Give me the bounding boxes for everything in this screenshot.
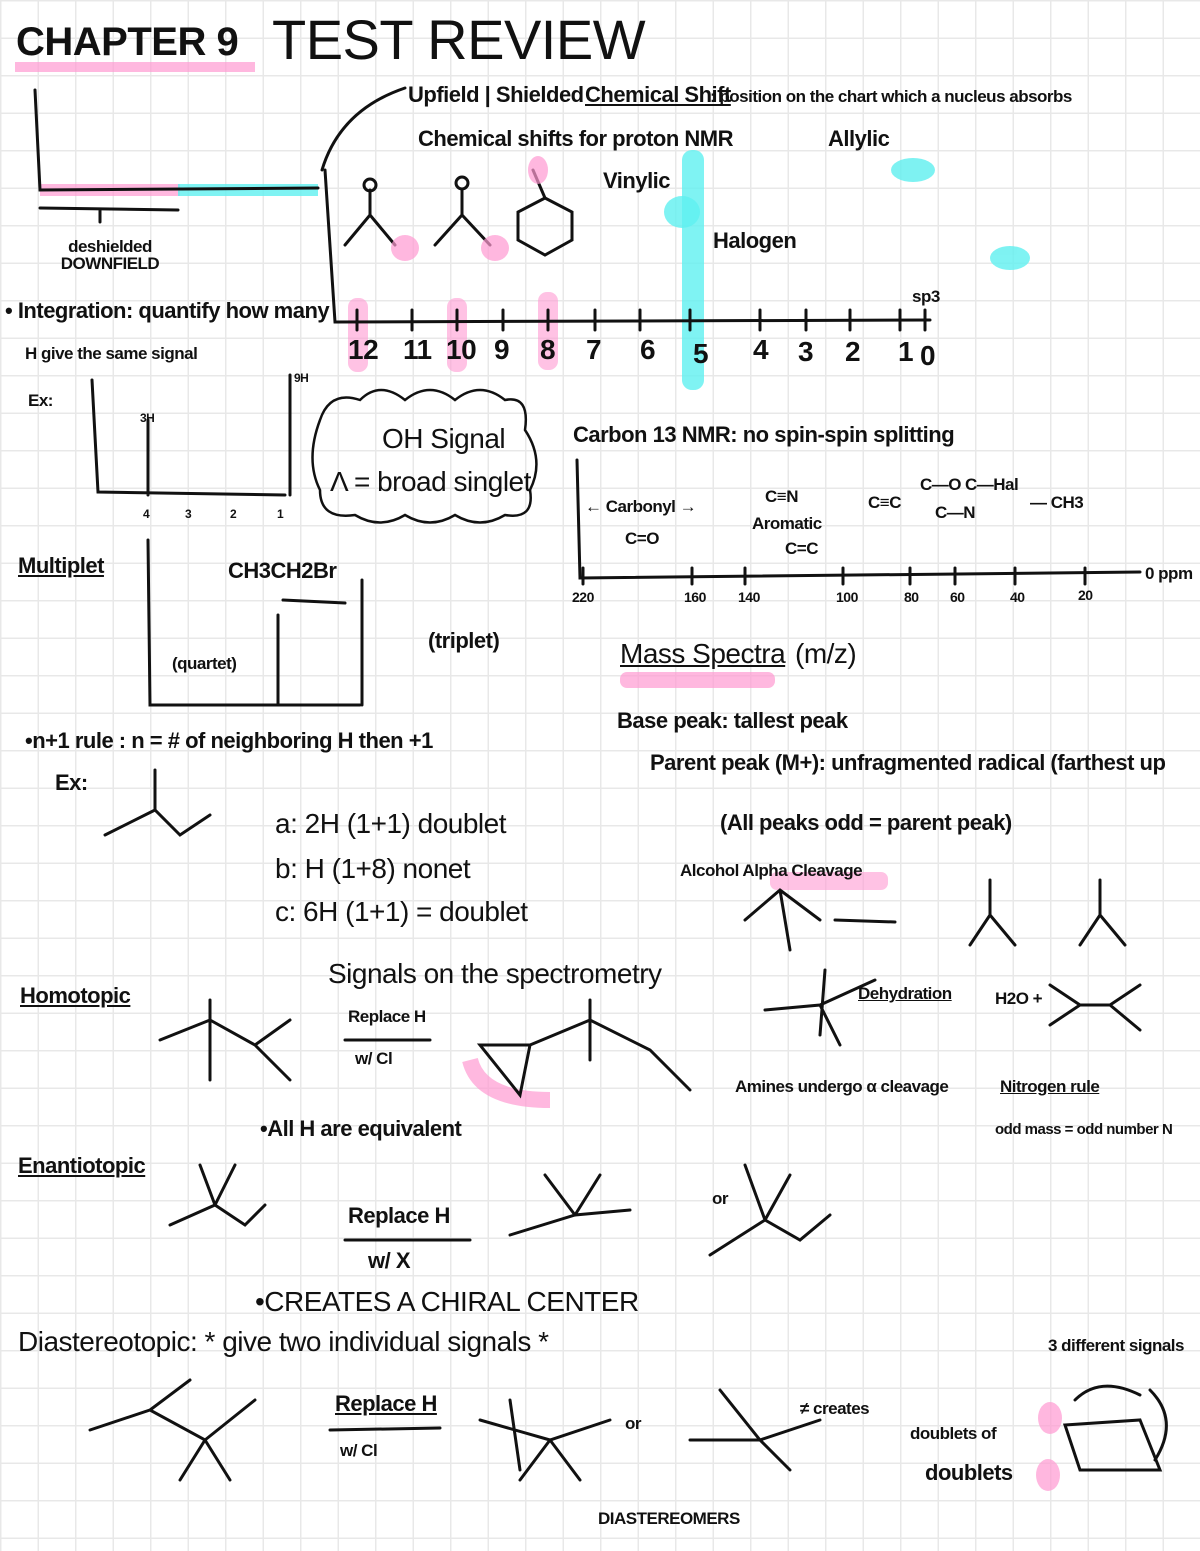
tick-label: 6 [640,334,656,365]
chiral-center-note: •CREATES A CHIRAL CENTER [255,1286,639,1317]
c13-title: Carbon 13 NMR: no spin-spin splitting [573,422,955,447]
ppm-label: 0 ppm [1145,564,1193,583]
diastereotopic-label: Diastereotopic: * give two individual si… [18,1326,549,1357]
proton-nmr-subtitle: Chemical shifts for proton NMR [418,126,734,151]
tick-label: 160 [684,589,706,605]
tick-label: 8 [540,334,556,365]
c-hal-label: C—Hal [965,475,1019,494]
vinylic-label: Vinylic [603,168,671,193]
peak-label-9h: 9H [294,371,309,385]
n1-c: c: 6H (1+1) = doublet [275,896,528,927]
dd-label-1: doublets of [910,1424,997,1443]
tick-label: 11 [403,334,432,365]
water-label: H2O + [995,989,1043,1008]
mass-spectra-title: Mass Spectra [620,638,786,669]
odd-peaks-note: (All peaks odd = parent peak) [720,810,1012,835]
tick-label: 0 [920,340,936,371]
diastereotopic-replace: Replace H [335,1391,437,1416]
diastereomers-label: DIASTEREOMERS [598,1509,740,1528]
upfield-highlight [178,184,318,196]
alpha-cleavage-label: Alcohol Alpha Cleavage [680,861,863,880]
mass-spectra-highlight [620,672,775,688]
cyclopropyl-highlight [462,1057,551,1108]
tick-label: 3 [798,336,814,367]
cn-label: C≡N [765,487,798,506]
n1-b: b: H (1+8) nonet [275,853,471,884]
integration-text-2: H give the same signal [25,344,198,363]
c-triple-label: C≡C [868,493,901,512]
co-label: C=O [625,529,659,548]
three-signals-note: 3 different signals [1048,1336,1184,1355]
downfield-highlight [40,184,180,196]
n1-example-label: Ex: [55,770,88,795]
multiplet-label: Multiplet [18,553,104,578]
upfield-label: Upfield | Shielded [408,82,584,107]
allylic-label: Allylic [828,126,890,151]
tick-label: 80 [904,589,919,605]
ch3-label: — CH3 [1030,493,1084,512]
tick-label: 4 [143,507,150,521]
chemical-shift-definition: : position on the chart which a nucleus … [710,87,1072,106]
n1-a: a: 2H (1+1) doublet [275,808,507,839]
odd-mass-note: odd mass = odd number N [995,1121,1173,1138]
triplet-label: (triplet) [428,628,500,653]
multiplet-compound: CH3CH2Br [228,558,337,583]
or-label: or [712,1189,729,1208]
chapter-label: CHAPTER 9 [16,20,239,64]
creates-label: ≠ creates [800,1399,870,1418]
tick-label: 5 [693,338,709,369]
page-title: TEST REVIEW [272,8,646,71]
homotopic-with: w/ Cl [355,1049,393,1068]
or-label: or [625,1414,642,1433]
quartet-label: (quartet) [172,654,237,673]
enantiotopic-replace: Replace H [348,1203,450,1228]
tick-label: 12 [348,334,379,365]
n1-rule: •n+1 rule : n = # of neighboring H then … [25,728,433,753]
tick-label: 10 [446,334,477,365]
tick-label: 9 [494,334,510,365]
chemical-shift-term: Chemical Shift [585,82,731,107]
c-n-label: C—N [935,503,976,522]
aromatic-label: Aromatic [752,514,822,533]
integration-text: • Integration: quantify how many [5,298,330,323]
homotopic-note: •All H are equivalent [260,1116,462,1141]
tick-label: 7 [586,334,602,365]
oh-signal-title: OH Signal [382,423,506,454]
enantiotopic-label: Enantiotopic [18,1153,146,1178]
tick-label: 1 [898,336,914,367]
carbonyl-label: ← Carbonyl → [585,497,697,516]
tick-label: 2 [230,507,237,521]
dehydration-label: Dehydration [858,984,952,1003]
mz-label: (m/z) [795,638,857,669]
homotopic-label: Homotopic [20,983,131,1008]
cc-label: C=C [785,539,818,558]
homotopic-replace: Replace H [348,1007,426,1026]
tick-label: 40 [1010,589,1025,605]
tick-label: 3 [185,507,192,521]
tick-label: 1 [277,507,284,521]
dd-label-2: doublets [925,1460,1013,1485]
tick-label: 4 [753,334,769,365]
parent-peak-text: Parent peak (M+): unfragmented radical (… [650,750,1166,775]
halogen-label: Halogen [713,228,797,253]
tick-label: 140 [738,589,760,605]
enantiotopic-with: w/ X [368,1248,411,1273]
tick-label: 100 [836,589,858,605]
downfield-label: deshielded DOWNFIELD [60,237,160,273]
base-peak-text: Base peak: tallest peak [617,708,848,733]
sp3-label: sp3 [912,287,940,306]
tick-label: 60 [950,589,965,605]
tick-label: 20 [1078,587,1093,603]
example-label: Ex: [28,391,53,410]
peak-label-3h: 3H [140,411,155,425]
nitrogen-rule-label: Nitrogen rule [1000,1077,1100,1096]
oh-signal-desc: Λ = broad singlet [330,466,531,497]
amines-text: Amines undergo α cleavage [735,1077,949,1096]
signals-note: Signals on the spectrometry [328,958,662,989]
diastereotopic-with: w/ Cl [340,1441,378,1460]
c-o-label: C—O [920,475,962,494]
tick-label: 2 [845,336,861,367]
tick-label: 220 [572,589,594,605]
